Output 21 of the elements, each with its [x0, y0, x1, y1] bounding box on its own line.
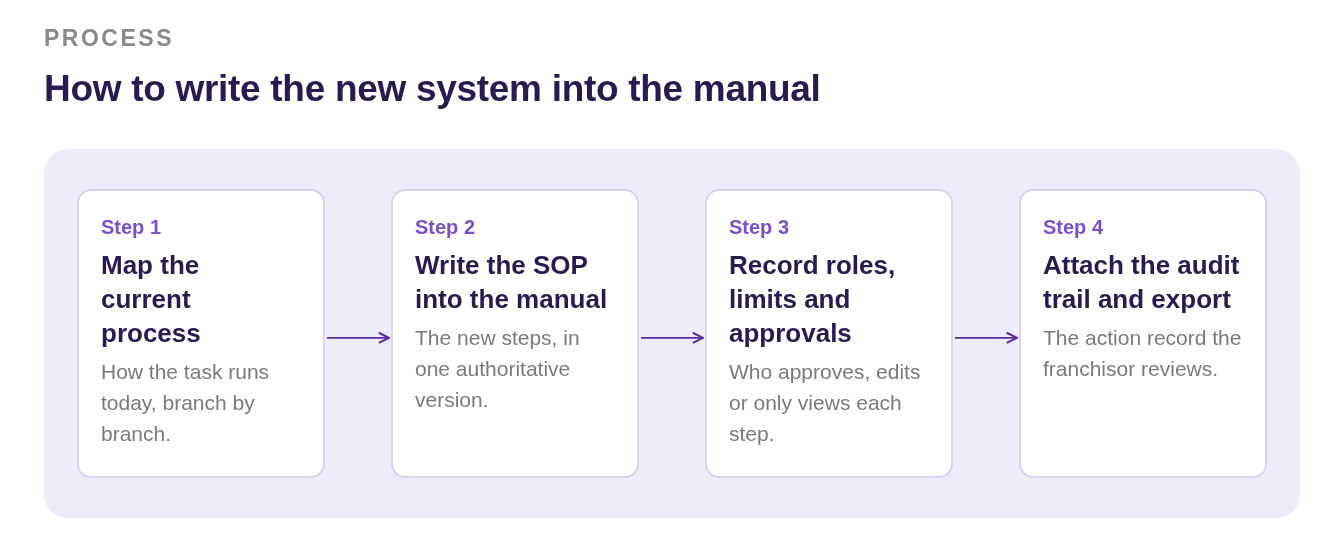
step-label: Step 3: [729, 215, 790, 240]
arrow: [954, 331, 1018, 344]
step-label: Step 2: [415, 215, 476, 240]
step-label: Step 4: [1043, 215, 1104, 240]
step-card: [391, 189, 639, 478]
arrow: [326, 331, 390, 344]
step-card: [77, 189, 325, 478]
step-description: The new steps, in one authoritative version.: [415, 325, 581, 413]
step-description: How the task runs today, branch by branch.: [101, 359, 271, 447]
arrow: [640, 331, 704, 344]
step-label: Step 1: [101, 215, 162, 240]
step-title: Attach the audit trail and export: [1043, 249, 1241, 316]
section-label: PROCESS: [44, 25, 174, 52]
step-title: Map the current process: [101, 249, 202, 350]
step-card: [705, 189, 953, 478]
step-title: Record roles, limits and approvals: [729, 249, 897, 350]
step-description: Who approves, edits or only views each step.: [729, 359, 922, 447]
title: How to write the new system into the manual: [44, 68, 821, 110]
step-title: Write the SOP into the manual: [415, 249, 609, 316]
step-card: [1019, 189, 1267, 478]
step-description: The action record the franchisor reviews.: [1043, 325, 1243, 382]
